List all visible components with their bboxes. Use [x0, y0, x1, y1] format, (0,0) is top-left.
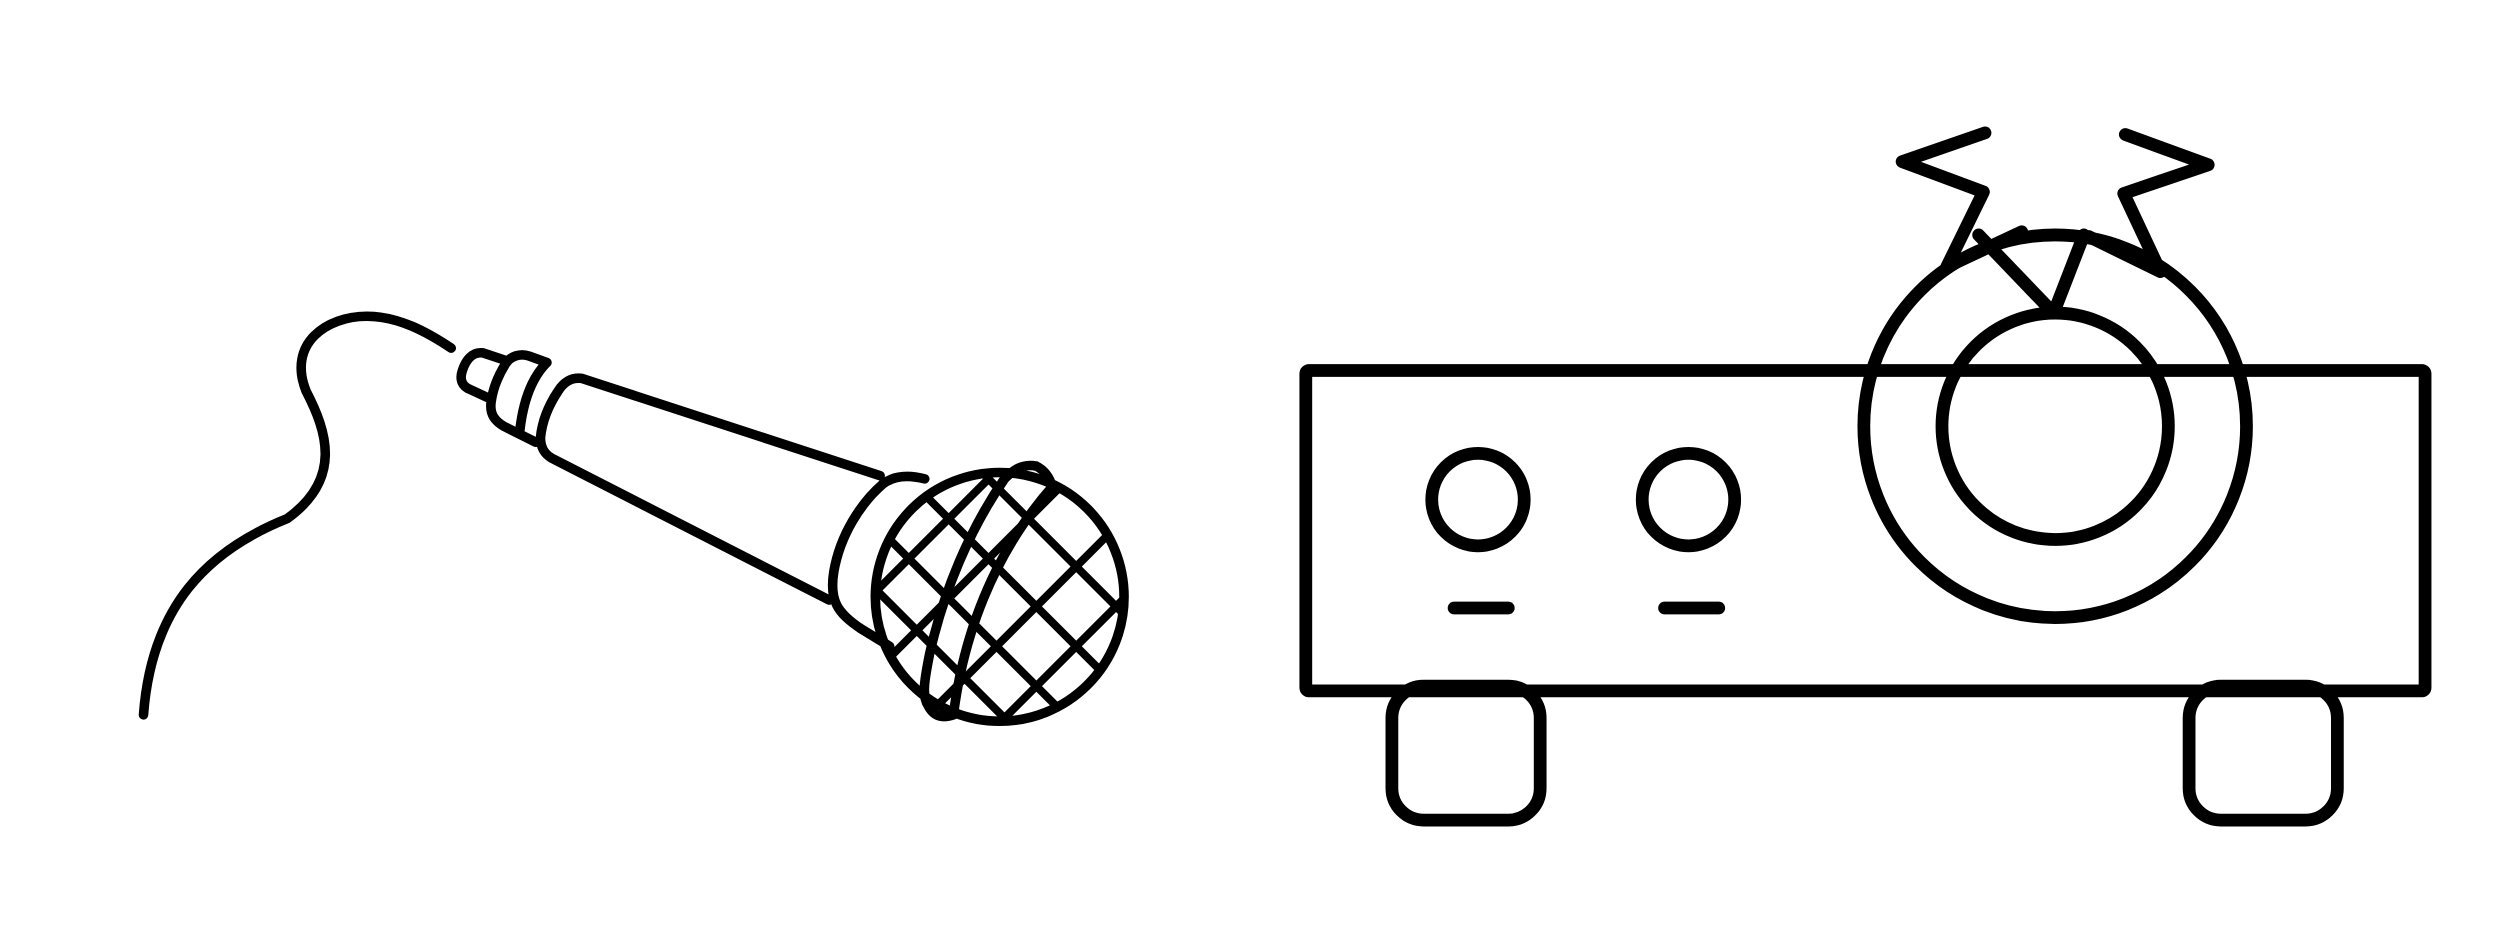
- projector-foot-left: [1385, 679, 1547, 827]
- projector-lens: [1935, 306, 2175, 546]
- microphone-plug-end: [456, 348, 512, 404]
- projector-body: [1299, 364, 2432, 698]
- microphone-icon: [138, 311, 1129, 727]
- microphone-head-band: [919, 460, 1058, 722]
- projector-antenna-right: [2082, 128, 2215, 278]
- microphone-connector: [486, 350, 552, 447]
- projector-antenna-base: [1972, 228, 2091, 320]
- microphone-cable: [138, 311, 456, 720]
- projector-icon: [1299, 126, 2432, 827]
- projector-lens-housing: [1857, 228, 2253, 624]
- projector-knob-right: [1635, 446, 1742, 553]
- microphone-head: [870, 467, 1129, 727]
- projector-foot-right: [2182, 679, 2344, 827]
- projector-knob-left: [1425, 446, 1531, 553]
- microphone-collar: [827, 471, 930, 652]
- microphone-handle: [514, 357, 885, 605]
